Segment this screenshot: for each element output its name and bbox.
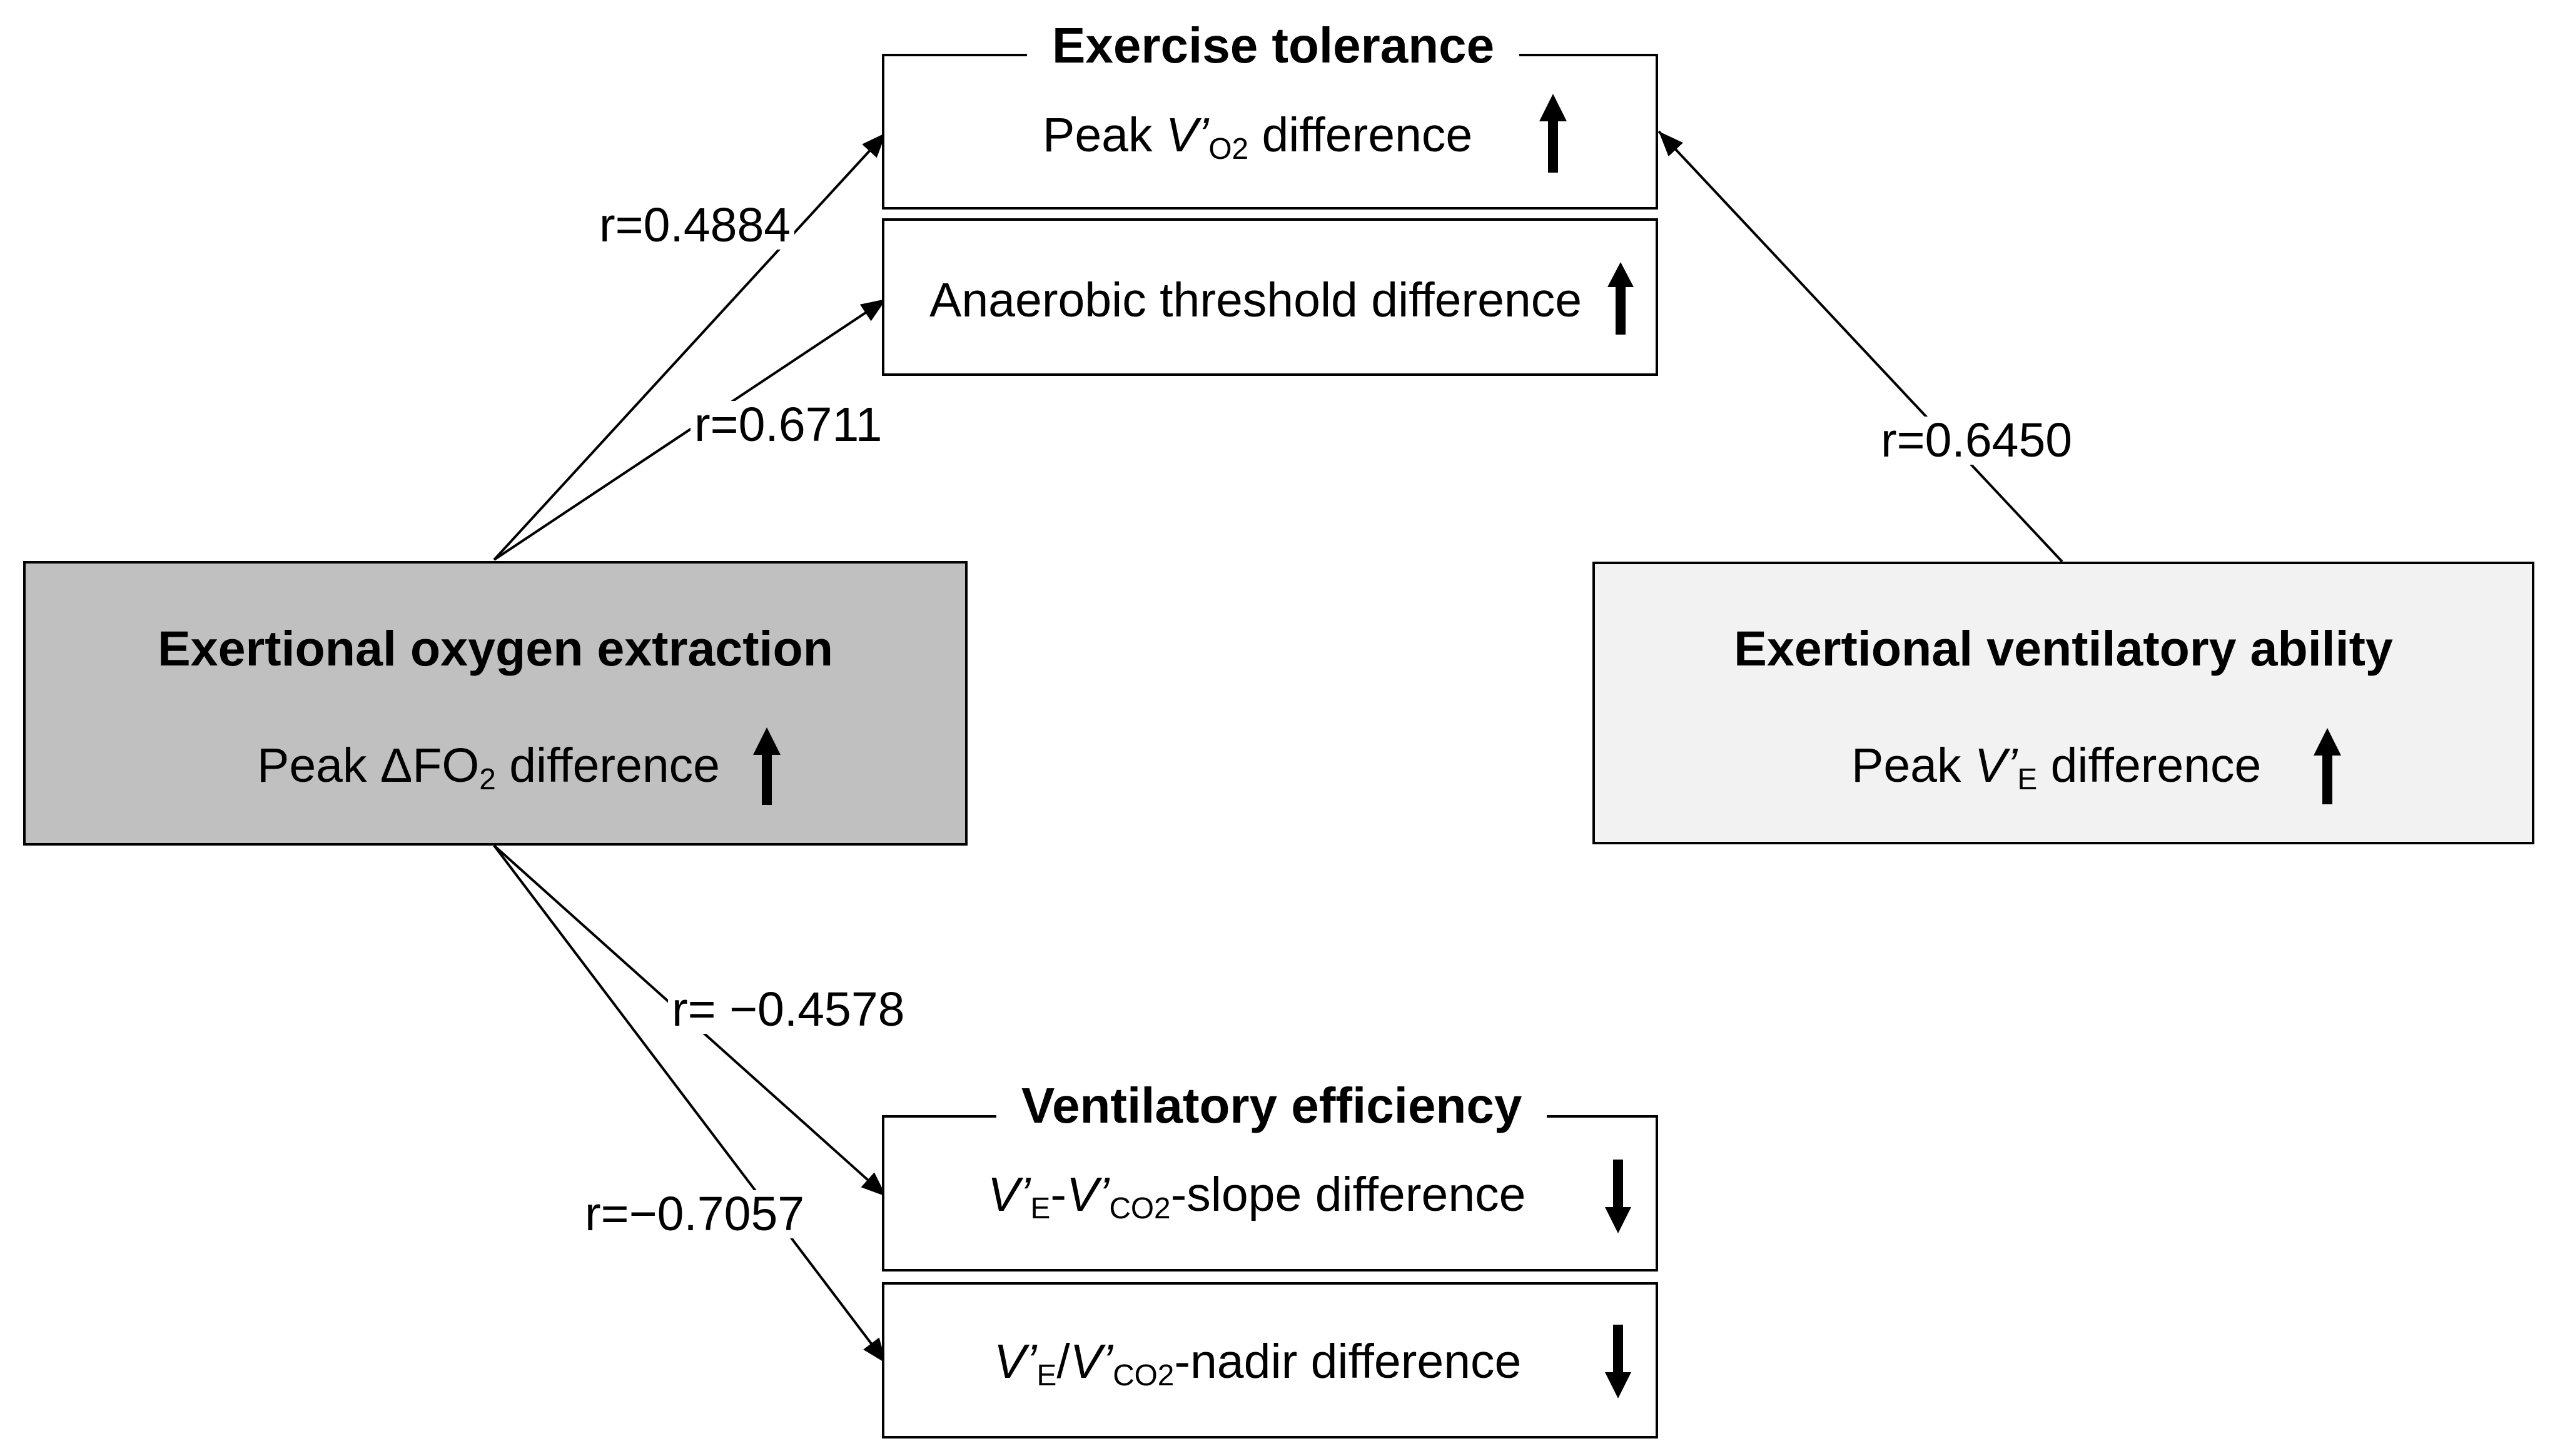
correlation-anaerobic: r=0.6711 <box>691 401 886 449</box>
correlation-nadir: r=−0.7057 <box>581 1190 809 1238</box>
ve-vco2-nadir-box: V’E/V’CO2-nadir difference <box>882 1282 1658 1438</box>
arrow-up-icon <box>753 727 781 805</box>
correlation-ventilation: r=0.6450 <box>1877 417 2077 465</box>
ve-vco2-slope-text: V’E-V’CO2-slope difference <box>988 1168 1526 1225</box>
peak-vo2-box: Peak V’O2 difference <box>882 54 1658 210</box>
peak-ve-text: Peak V’E difference <box>1851 739 2262 796</box>
arrow-up-icon <box>2314 728 2341 804</box>
connector-ventilation <box>1657 130 2063 563</box>
oxygen-extraction-box: Exertional oxygen extraction Peak ΔFO2 d… <box>23 561 968 846</box>
ve-vco2-nadir-text: V’E/V’CO2-nadir difference <box>994 1335 1522 1392</box>
peak-vo2-text: Peak V’O2 difference <box>1043 108 1473 166</box>
correlation-slope: r= −0.4578 <box>668 986 909 1034</box>
arrow-up-icon <box>1607 262 1634 335</box>
peak-dfo2-text: Peak ΔFO2 difference <box>257 739 720 796</box>
connector-nadir <box>493 844 888 1365</box>
ventilatory-efficiency-heading: Ventilatory efficiency <box>996 1081 1547 1131</box>
anaerobic-threshold-text: Anaerobic threshold difference <box>929 273 1582 327</box>
exercise-tolerance-heading: Exercise tolerance <box>1027 21 1520 71</box>
oxygen-extraction-title: Exertional oxygen extraction <box>157 620 833 676</box>
connector-peak-vo2 <box>493 131 888 561</box>
correlation-peak-vo2: r=0.4884 <box>595 201 795 250</box>
ventilatory-ability-title: Exertional ventilatory ability <box>1734 620 2393 676</box>
arrow-down-icon <box>1605 1160 1631 1233</box>
anaerobic-threshold-box: Anaerobic threshold difference <box>882 218 1658 376</box>
arrow-up-icon <box>1539 94 1567 173</box>
ve-vco2-slope-box: V’E-V’CO2-slope difference <box>882 1115 1658 1271</box>
ventilatory-ability-box: Exertional ventilatory ability Peak V’E … <box>1592 562 2534 844</box>
arrow-down-icon <box>1605 1325 1631 1398</box>
connector-anaerobic <box>493 298 888 561</box>
